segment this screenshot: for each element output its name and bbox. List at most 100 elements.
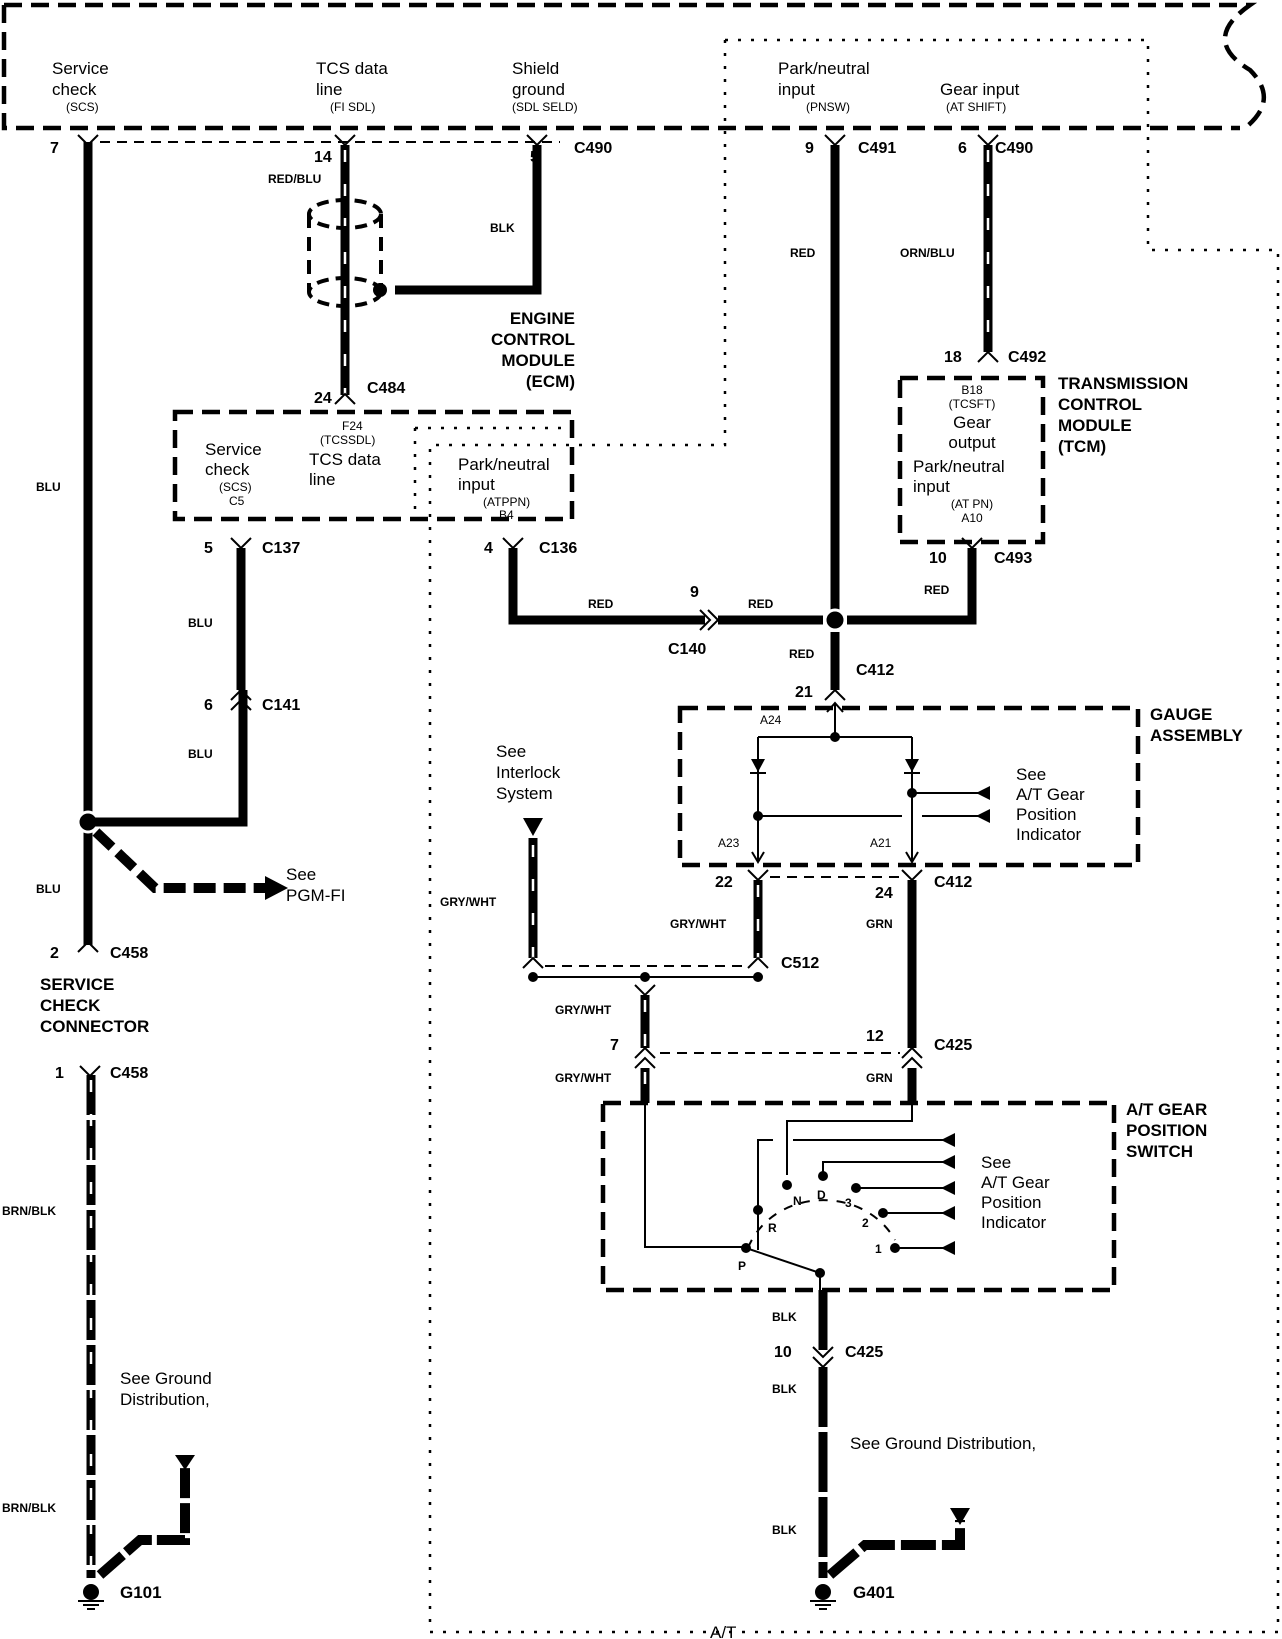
svg-text:(ECM): (ECM) bbox=[526, 372, 575, 391]
svg-text:ASSEMBLY: ASSEMBLY bbox=[1150, 726, 1244, 745]
ground-g101-id: G101 bbox=[120, 1583, 162, 1602]
label-tcs-data-l1: TCS data bbox=[316, 59, 388, 78]
ecm-box-service-check-l1: Service bbox=[205, 440, 262, 459]
ecm-pin-labels: Service check (SCS) TCS data line (FI SD… bbox=[52, 59, 578, 114]
wire-label-orn-blu: ORN/BLU bbox=[900, 246, 955, 260]
gauge-term-a21: A21 bbox=[870, 836, 892, 850]
pin-6: 6 bbox=[958, 140, 967, 157]
svg-text:Indicator: Indicator bbox=[981, 1213, 1047, 1232]
gear-pos-1: 1 bbox=[875, 1242, 882, 1256]
wire-label-red-pnsw: RED bbox=[790, 246, 816, 260]
connector-c458-top: C458 bbox=[110, 945, 148, 962]
service-check-connector-title: SERVICE CHECK CONNECTOR bbox=[40, 975, 149, 1036]
pin-c458-2: 2 bbox=[50, 945, 59, 962]
pin-9: 9 bbox=[805, 140, 814, 157]
at-boundary-dotted bbox=[428, 38, 1280, 1634]
connector-c458-bottom: C458 bbox=[110, 1065, 148, 1082]
tcm-pn-l2: input bbox=[913, 477, 950, 496]
gear-pos-p: P bbox=[738, 1259, 746, 1273]
tcm-output: output bbox=[948, 433, 996, 452]
ref-interlock-l3: System bbox=[496, 784, 553, 803]
arrow-right-icon bbox=[265, 876, 288, 900]
svg-text:SWITCH: SWITCH bbox=[1126, 1142, 1193, 1161]
ecm-lower-box bbox=[172, 409, 575, 522]
svg-text:CONTROL: CONTROL bbox=[491, 330, 575, 349]
wire-label-blu-main: BLU bbox=[36, 480, 61, 494]
wire-label-red-blu: RED/BLU bbox=[268, 172, 321, 186]
svg-text:SERVICE: SERVICE bbox=[40, 975, 114, 994]
svg-text:CONNECTOR: CONNECTOR bbox=[40, 1017, 149, 1036]
label-shield-ground-code: (SDL SELD) bbox=[512, 100, 578, 114]
tcm-gear: Gear bbox=[953, 413, 991, 432]
gear-pos-d: D bbox=[817, 1188, 826, 1202]
wire-label-red-c136: RED bbox=[588, 597, 614, 611]
wire-label-grn-c425: GRN bbox=[866, 1071, 893, 1085]
wire-red-c493 bbox=[847, 537, 983, 625]
tcm-code-atpn: (AT PN) bbox=[951, 497, 993, 511]
arrow-left-icon bbox=[976, 809, 990, 823]
wire-label-red-c412: RED bbox=[789, 647, 815, 661]
wire-grn-c412-c425 bbox=[901, 869, 923, 1069]
gauge-circuit bbox=[750, 701, 990, 864]
wire-label-blk-switch: BLK bbox=[772, 1310, 797, 1324]
tcm-title: TRANSMISSION CONTROL MODULE (TCM) bbox=[1058, 374, 1188, 456]
ref-ground-left-l1: See Ground bbox=[120, 1369, 212, 1388]
label-service-check-l2: check bbox=[52, 80, 97, 99]
gear-switch-title: A/T GEAR POSITION SWITCH bbox=[1126, 1100, 1207, 1161]
label-service-check-l1: Service bbox=[52, 59, 109, 78]
svg-text:ENGINE: ENGINE bbox=[510, 309, 575, 328]
connector-c491: C491 bbox=[858, 140, 896, 157]
footer-at-label: A/T bbox=[710, 1623, 736, 1639]
wire-label-blk-c425: BLK bbox=[772, 1382, 797, 1396]
pin-4-c136: 4 bbox=[484, 540, 493, 557]
ecm-box-service-check-code: (SCS) bbox=[219, 480, 252, 494]
connector-c425-bottom: C425 bbox=[845, 1344, 883, 1361]
svg-text:POSITION: POSITION bbox=[1126, 1121, 1207, 1140]
gear-positions: P R N D 3 2 1 bbox=[738, 1188, 882, 1273]
pin-7: 7 bbox=[50, 140, 59, 157]
ecm-box-tcs-l2: line bbox=[309, 470, 335, 489]
svg-text:MODULE: MODULE bbox=[501, 351, 575, 370]
wire-blu-c137-c141 bbox=[230, 537, 252, 711]
ref-pgmfi-l2: PGM-FI bbox=[286, 886, 346, 905]
pin-24-c484: 24 bbox=[314, 390, 332, 407]
svg-text:See: See bbox=[981, 1153, 1011, 1172]
wire-gry-wht-c512 bbox=[747, 869, 769, 969]
svg-text:Position: Position bbox=[981, 1193, 1041, 1212]
gauge-term-a23: A23 bbox=[718, 836, 740, 850]
ecm-box-tcs-term: F24 bbox=[342, 419, 363, 433]
connector-c425-top: C425 bbox=[934, 1037, 972, 1054]
gauge-title: GAUGE ASSEMBLY bbox=[1150, 705, 1244, 745]
arrow-down-icon bbox=[950, 1508, 970, 1525]
ref-interlock-l1: See bbox=[496, 742, 526, 761]
wire-label-gry-wht-mid: GRY/WHT bbox=[555, 1003, 612, 1017]
wire-label-blk-g401: BLK bbox=[772, 1523, 797, 1537]
diode-icon bbox=[905, 759, 919, 772]
connector-c490-ecm: C490 bbox=[574, 140, 612, 157]
ground-g401-icon bbox=[810, 1584, 836, 1610]
ref-ground-left-l2: Distribution, bbox=[120, 1390, 210, 1409]
pin-9-c140: 9 bbox=[690, 584, 699, 601]
ref-interlock-l2: Interlock bbox=[496, 763, 561, 782]
connector-c512: C512 bbox=[781, 955, 819, 972]
arrow-left-icon bbox=[976, 786, 990, 800]
gauge-term-a24: A24 bbox=[760, 713, 782, 727]
ecm-box-service-check-l2: check bbox=[205, 460, 250, 479]
pin-7-c425: 7 bbox=[610, 1037, 619, 1054]
ground-g401-id: G401 bbox=[853, 1583, 895, 1602]
tcm-term-b18: B18 bbox=[961, 383, 983, 397]
wire-red-pnsw bbox=[824, 134, 846, 610]
wire-label-red-c140: RED bbox=[748, 597, 774, 611]
gauge-assembly-box bbox=[677, 705, 1141, 868]
splice-gry-wht bbox=[528, 972, 763, 1069]
svg-text:Indicator: Indicator bbox=[1016, 825, 1082, 844]
connector-c137: C137 bbox=[262, 540, 300, 557]
wire-red-c136-splice bbox=[502, 537, 823, 631]
diode-icon bbox=[751, 759, 765, 772]
label-pn-input-code: (PNSW) bbox=[806, 100, 850, 114]
ecm-box-service-check-term: C5 bbox=[229, 494, 245, 508]
wire-orn-blu bbox=[977, 134, 999, 363]
label-shield-ground-l2: ground bbox=[512, 80, 565, 99]
pin-22-c412: 22 bbox=[715, 874, 733, 891]
